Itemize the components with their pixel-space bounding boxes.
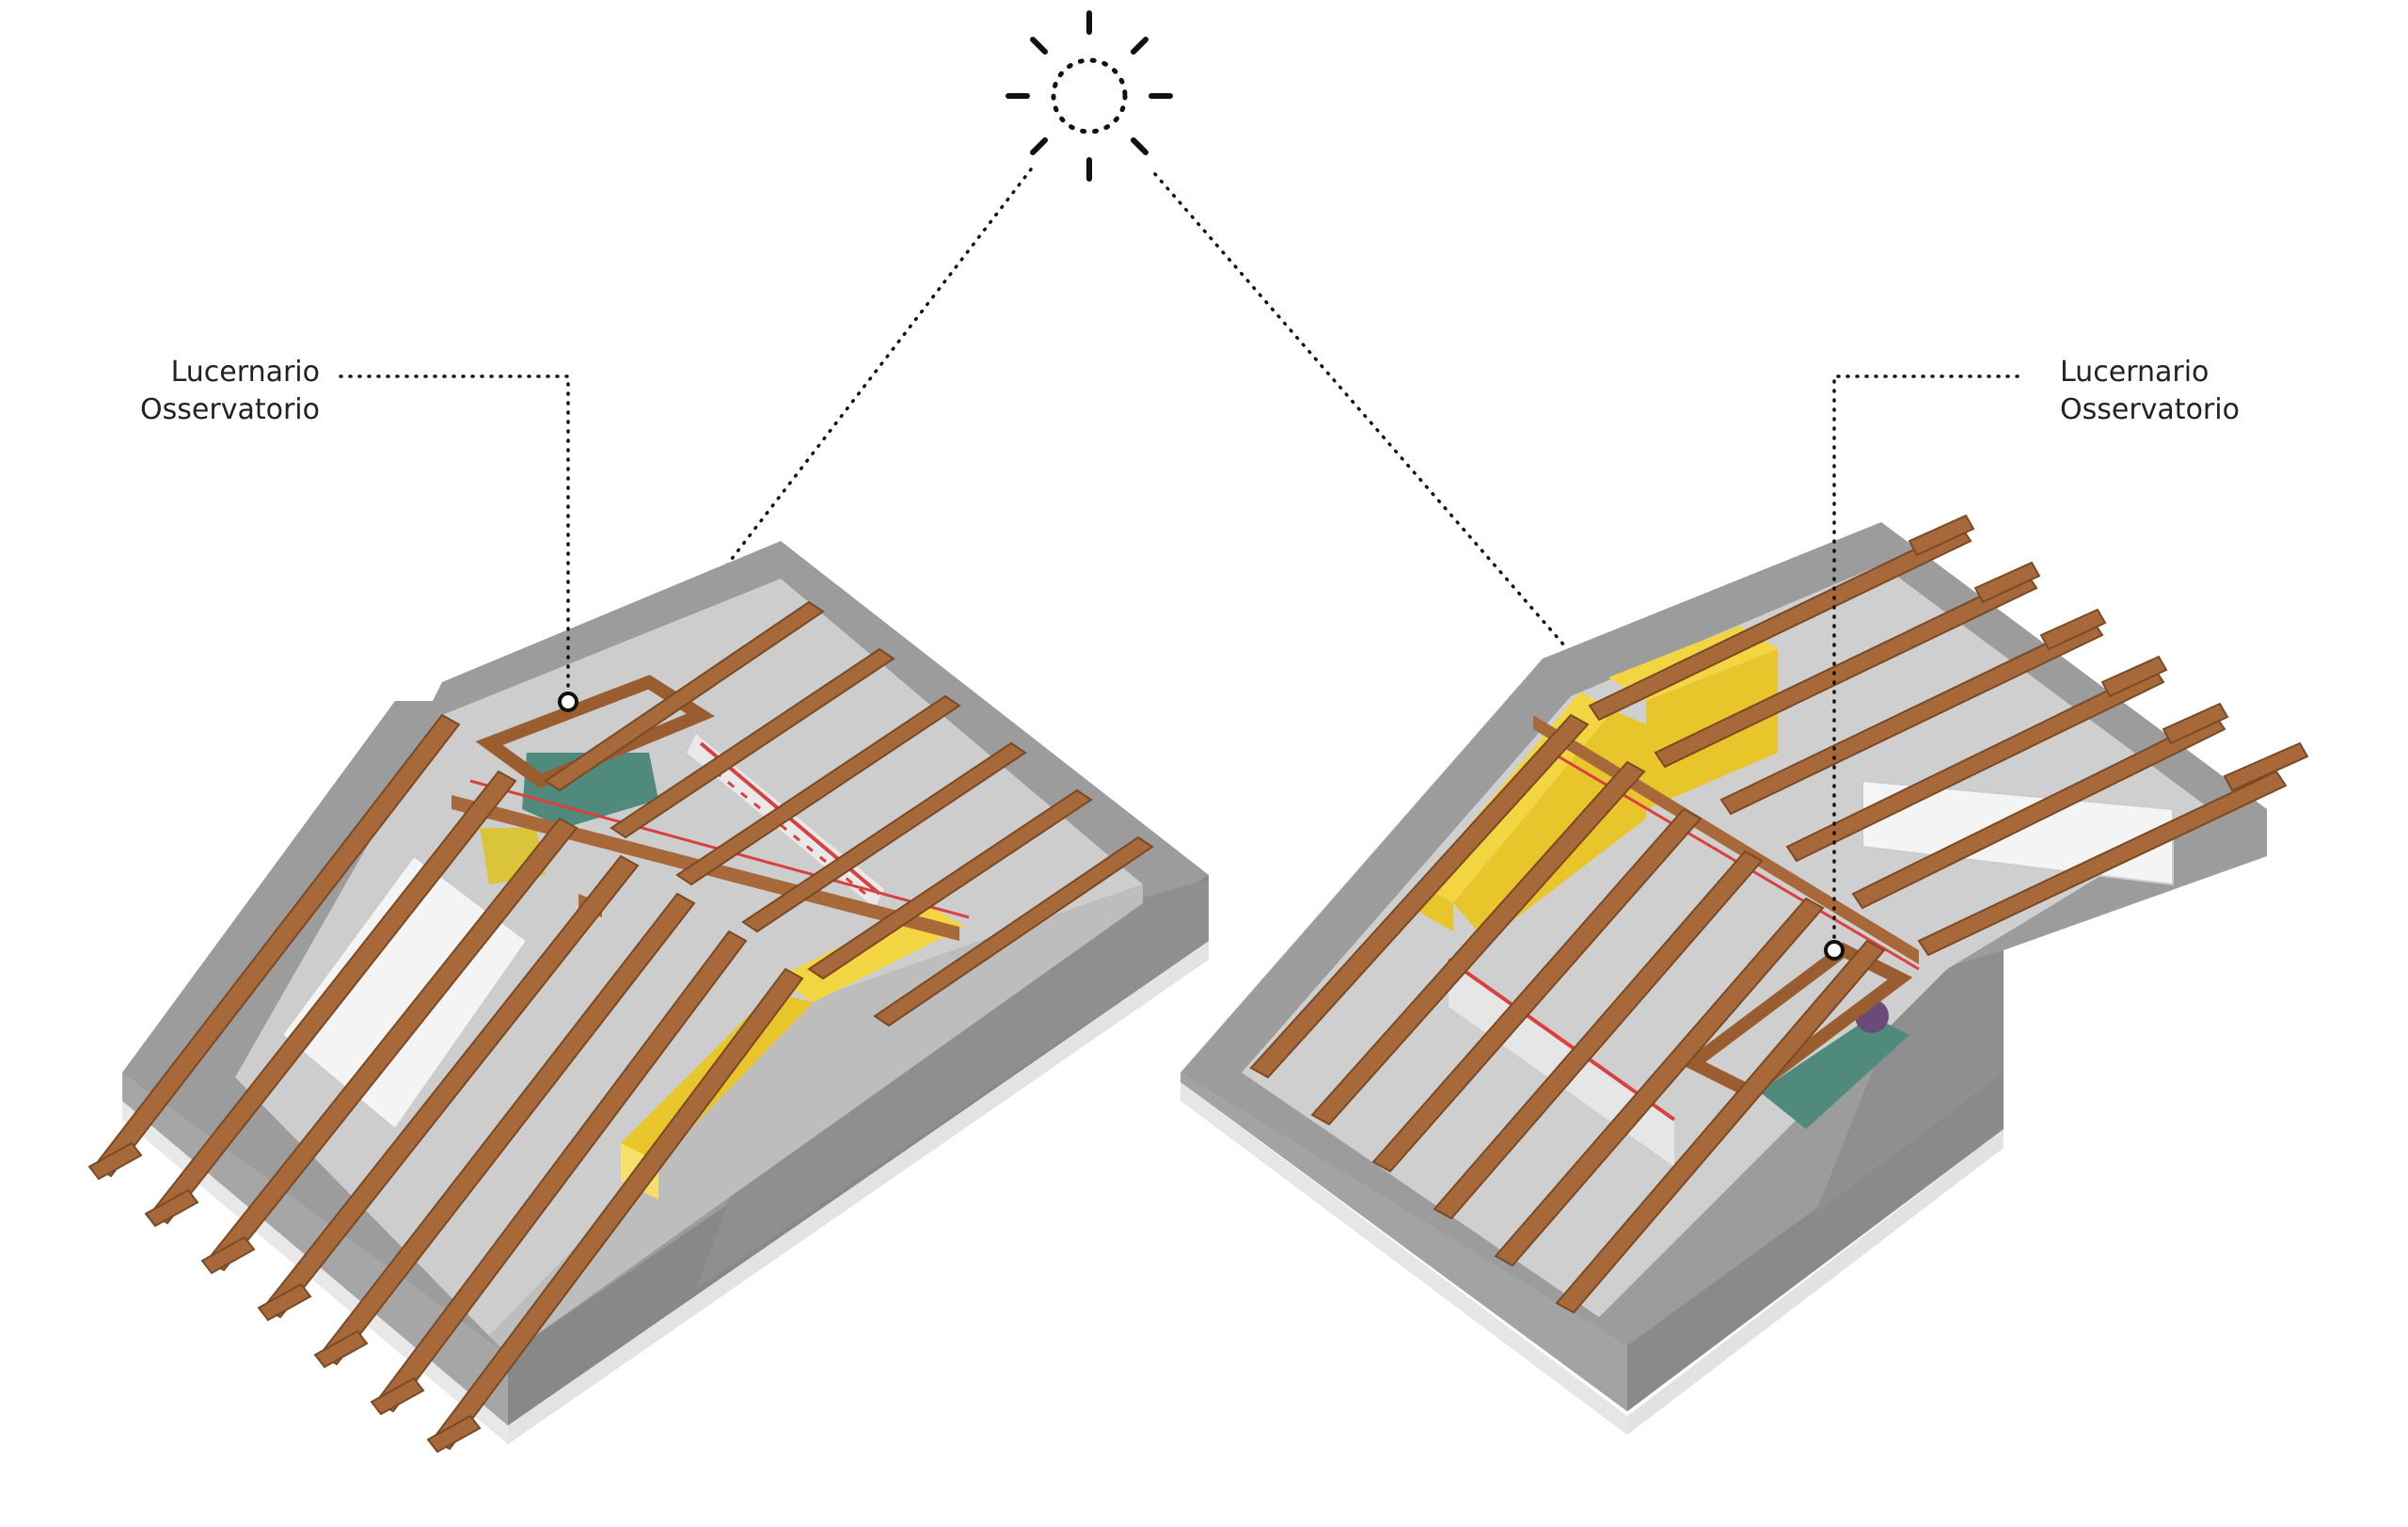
label-right-line1: Lucernario [2060,356,2210,389]
skylight-marker-left [558,692,578,712]
rafters-left [92,713,804,1451]
floor-right [1242,565,2210,1317]
label-skylight-right: Lucernario Osservatorio [2060,354,2240,429]
sun-icon [1006,10,1173,182]
sun-ray-right [1153,172,1827,947]
beam-ends-left [87,1141,482,1454]
label-left-line1: Lucernario [170,356,320,389]
skylight-frame-right [1680,942,1913,1100]
label-right-line2: Osservatorio [2060,393,2240,426]
beam-ends-right [1908,514,2309,792]
skylight-marker-right [1824,940,1845,961]
sun-ray-lines [593,167,1827,947]
rafters-right-lower [1249,713,1886,1314]
skylight-frame-left [475,675,716,788]
label-left-line2: Osservatorio [140,393,320,426]
floor [235,579,1143,1336]
sun-ray-left [593,167,1033,740]
rafters-right-top [1588,525,2288,957]
rafters-right-upper [544,600,1154,1027]
label-skylight-left: Lucernario Osservatorio [140,354,320,429]
leader-line-left [339,374,570,694]
building-right [1180,514,2309,1435]
building-left [87,541,1209,1454]
sofa-right [1759,1016,1909,1129]
